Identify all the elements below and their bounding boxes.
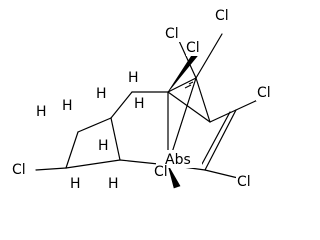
atom-cl-cyclopentane: Cl <box>12 162 26 178</box>
hash-1 <box>188 81 194 85</box>
atom-abs-label: Abs <box>165 152 191 168</box>
atom-cl-top-right: Cl <box>215 8 229 24</box>
bond-c2-c1 <box>110 91 133 119</box>
bond-c11-cl <box>35 167 67 171</box>
atom-cl-vinyl-lower: Cl <box>237 174 251 190</box>
atom-h-5: H <box>98 138 109 154</box>
atom-h-7: H <box>70 176 81 192</box>
bond-c10-c11 <box>65 131 79 169</box>
bond-bridge-cl1 <box>195 33 223 79</box>
wedge-bond-c9-abs <box>167 164 181 189</box>
cl-top-right-bg <box>214 6 236 24</box>
hash-2 <box>184 84 192 89</box>
bond-c5-c6-double-b <box>201 111 231 165</box>
cl-cyclopentane-bg <box>12 160 34 178</box>
bond-c3-c7 <box>167 77 197 93</box>
cl-bridgehead-upper-bg <box>186 38 208 56</box>
atom-h-1: H <box>62 98 73 114</box>
abs-bg <box>156 150 202 168</box>
atom-h-2: H <box>96 86 107 102</box>
bond-c4-c3 <box>167 91 211 123</box>
bond-c1-c10 <box>77 117 112 133</box>
bond-c4-bridge <box>195 77 211 123</box>
hash-bond-group <box>184 81 194 89</box>
atom-h-8: H <box>134 96 145 112</box>
cl-vinyl-upper-bg <box>256 83 278 101</box>
atom-labels: Cl Cl Cl Cl Cl Cl Cl Abs H H H H H H H H <box>12 6 278 192</box>
atom-cl-bridgehead-upper: Cl <box>186 40 200 56</box>
bond-c5-c4-double-a <box>209 109 237 123</box>
cl-vinyl-lower-bg <box>236 172 258 190</box>
wedge-bond-c3-cl <box>167 51 200 93</box>
bond-c11-c8 <box>65 159 121 169</box>
atom-cl-bridgehead-lower: Cl <box>154 164 168 180</box>
chlordane-structure-diagram: Cl Cl Cl Cl Cl Cl Cl Abs H H H H H H H H <box>12 6 278 192</box>
atom-cl-vinyl-upper: Cl <box>257 85 271 101</box>
bond-c6-cl <box>204 169 239 179</box>
bond-c6-c5 <box>204 109 237 171</box>
atom-h-4: H <box>36 104 47 120</box>
bond-c1-c8 <box>110 117 121 161</box>
atom-h-3: H <box>128 70 139 86</box>
cl-top-left-bg <box>164 24 186 42</box>
molecule-svg: Cl Cl Cl Cl Cl Cl Cl Abs H H H H H H H H <box>12 6 278 192</box>
atom-cl-top-left: Cl <box>165 26 179 42</box>
atom-h-6: H <box>108 176 119 192</box>
